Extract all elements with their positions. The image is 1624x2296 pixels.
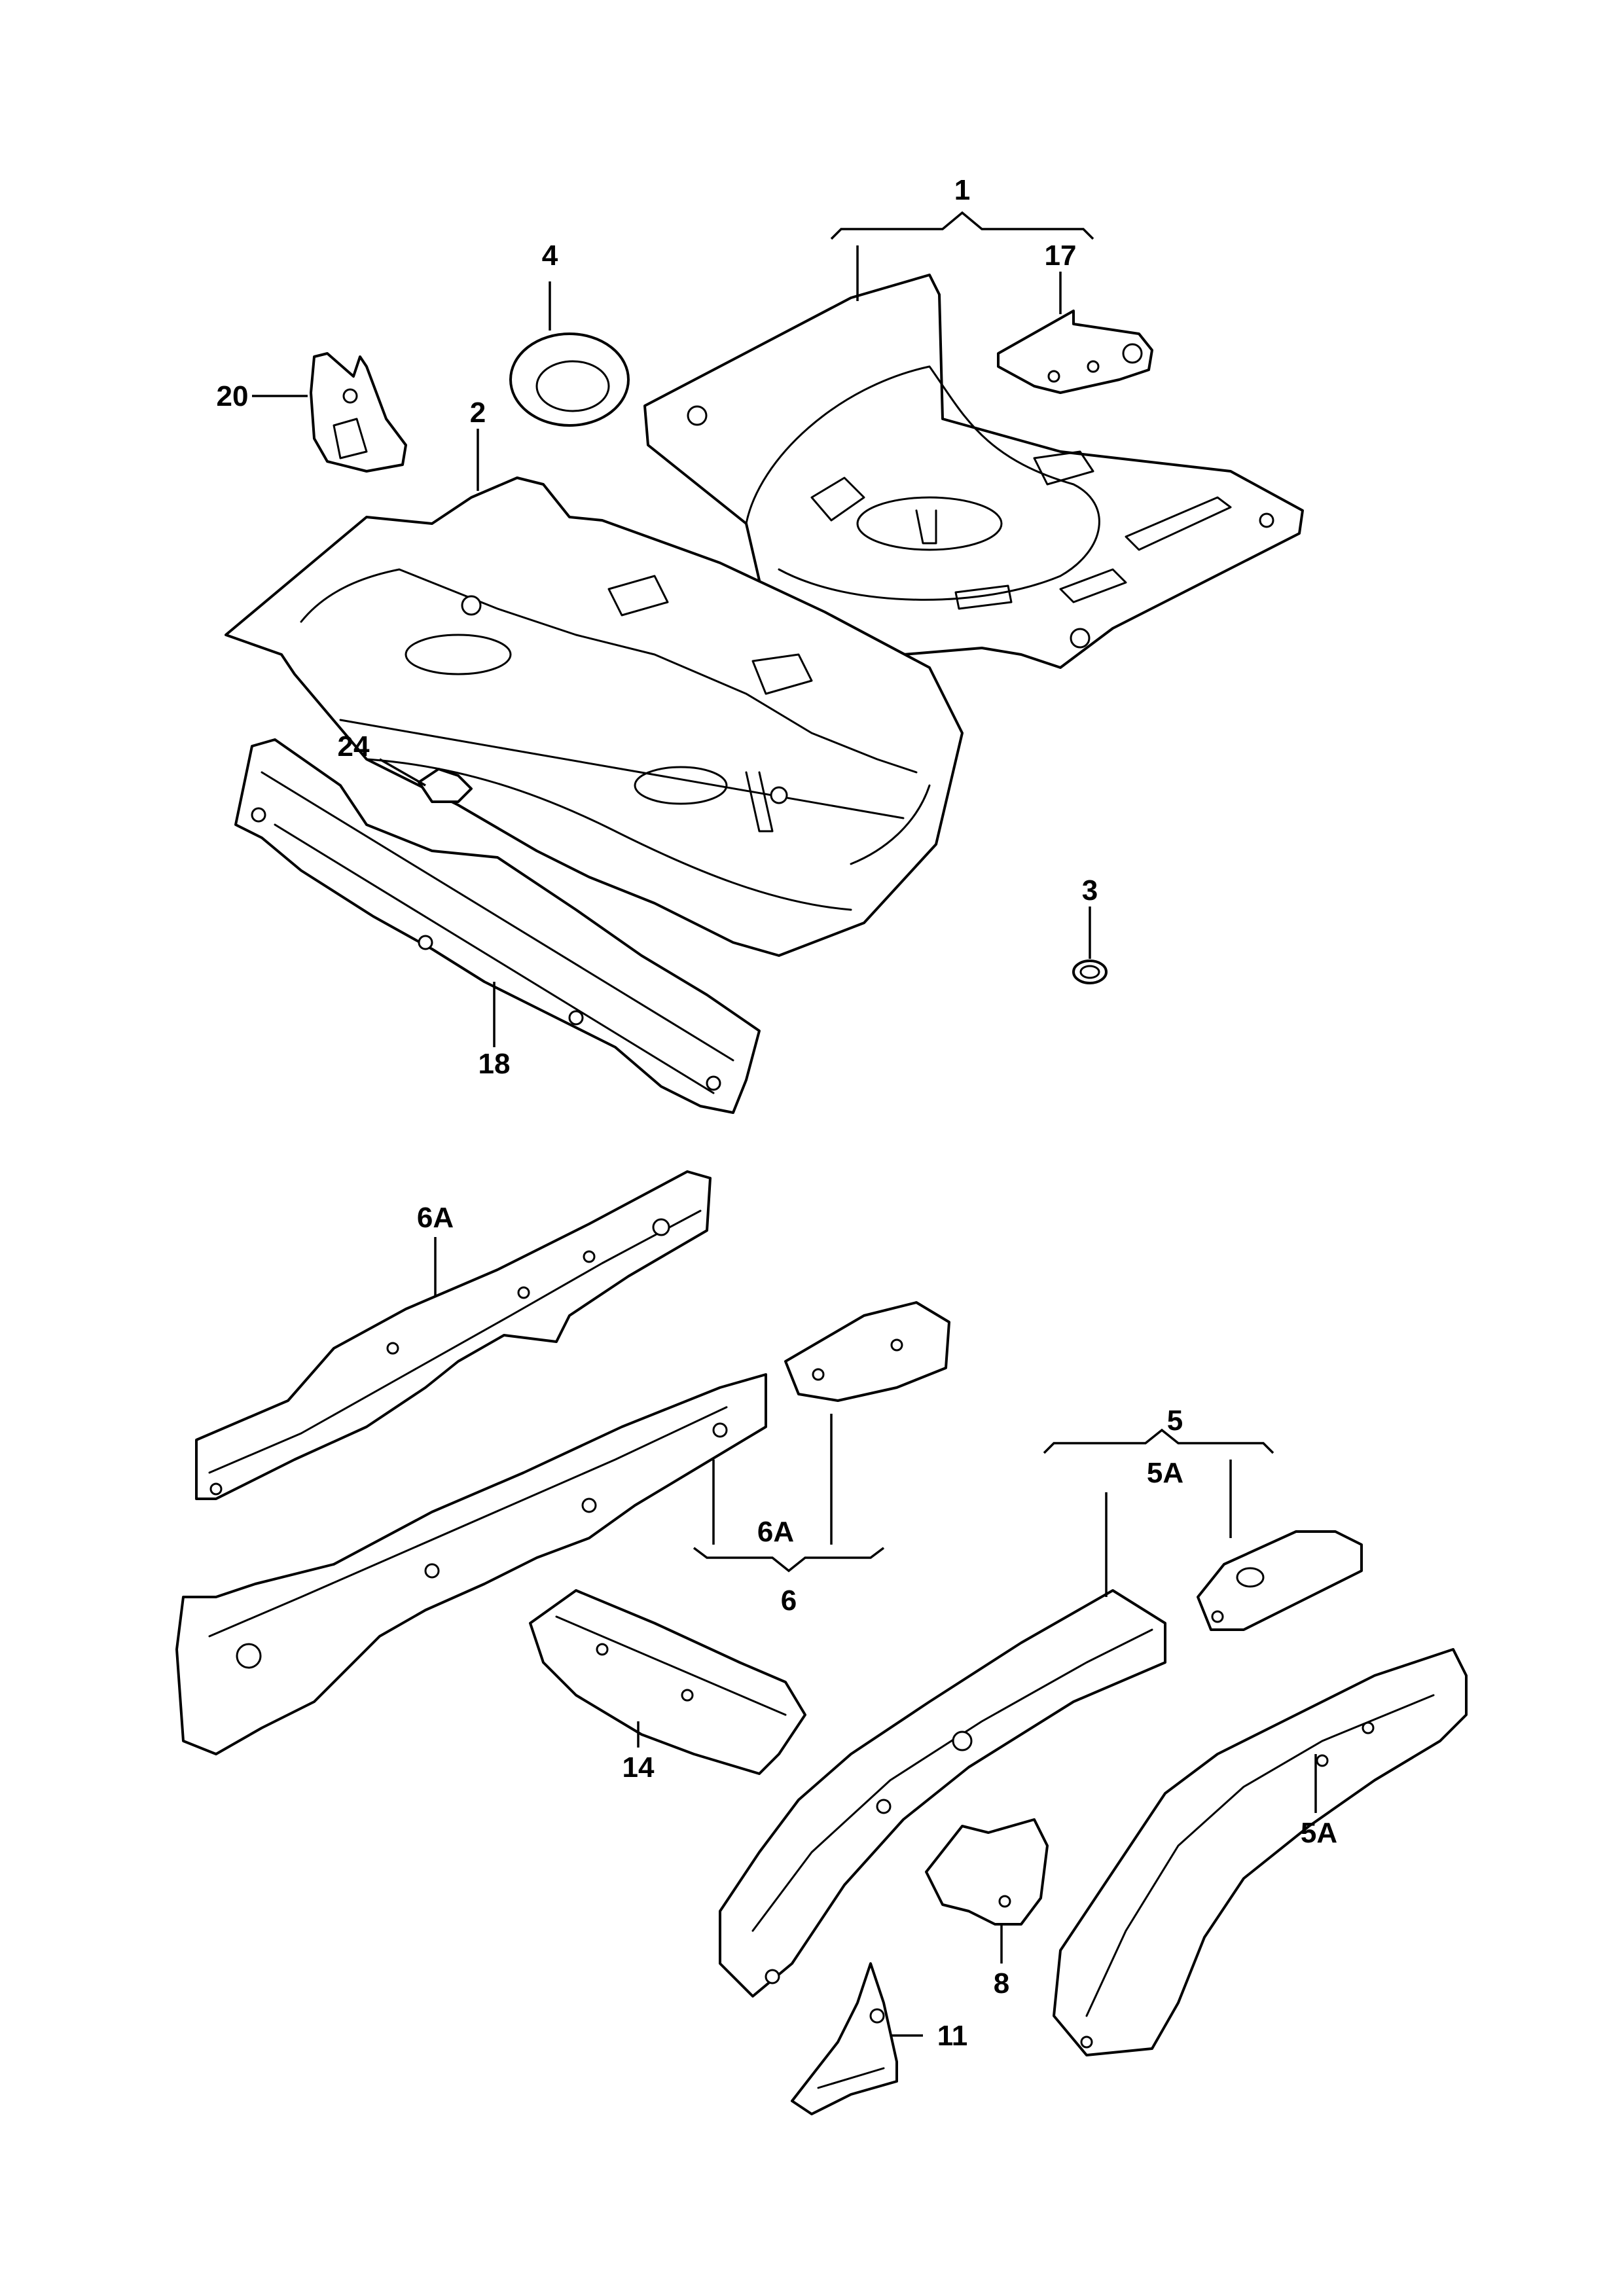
callout-labels: 1 17 4 20 2 24 3 18 6A 5 5A 6A 6 14 5A 8… [217,174,1338,2052]
part-8-bracket [925,1818,1049,1926]
callout-6a-bottom: 6A [757,1516,794,1548]
callout-20: 20 [217,380,249,412]
callout-2: 2 [470,397,486,429]
part-5a-bracket [1197,1530,1363,1631]
part-3-plug [1072,960,1108,984]
part-20-bracket [310,352,407,473]
part-17-bracket [997,310,1153,394]
part-5-rear-side-member [719,1589,1166,1998]
callout-18: 18 [478,1048,511,1080]
part-6-bracket [784,1301,950,1402]
part-4-cover-plug [509,332,630,427]
part-14-cross-member [529,1589,806,1775]
part-11-bracket [791,1962,898,2115]
part-1-rear-floor-pan [643,274,1304,669]
callout-3: 3 [1082,874,1098,906]
callout-6a-top: 6A [417,1202,454,1234]
callout-14: 14 [623,1751,655,1784]
callout-5a-top: 5A [1147,1457,1183,1489]
callout-8: 8 [994,1967,1009,2000]
callout-11: 11 [937,2020,968,2052]
leader-lines [252,211,1317,2037]
callout-24: 24 [338,730,370,762]
callout-5: 5 [1167,1405,1183,1437]
callout-1: 1 [954,174,970,206]
part-6a-member-upper [195,1170,712,1500]
part-24-clip [418,768,473,803]
callout-17: 17 [1045,240,1077,272]
callout-5a-right: 5A [1301,1817,1337,1849]
part-6-member-lower [175,1373,767,1755]
part-18-tunnel-reinforcement [234,738,761,1114]
callout-6: 6 [781,1585,797,1617]
callout-4: 4 [542,240,558,272]
part-5a-wheel-arch-member [1053,1648,1468,2056]
